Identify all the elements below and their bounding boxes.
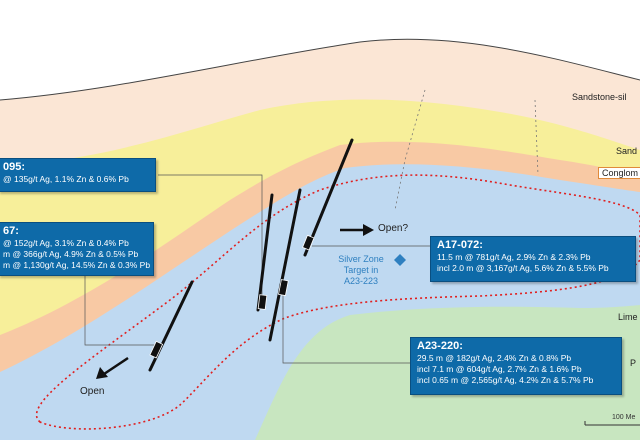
- drill-hole: [268, 188, 302, 342]
- callout-line: incl 0.65 m @ 2,565g/t Ag, 4.2% Zn & 5.7…: [417, 375, 594, 385]
- callout-line: m @ 366g/t Ag, 4.9% Zn & 0.5% Pb: [3, 249, 139, 259]
- callout-line: @ 135g/t Ag, 1.1% Zn & 0.6% Pb: [3, 174, 129, 184]
- callout-line: @ 152g/t Ag, 3.1% Zn & 0.4% Pb: [3, 238, 129, 248]
- scale-bar-label: 100 Me: [612, 414, 636, 421]
- leader-line: [158, 174, 263, 300]
- callout-line: 11.5 m @ 781g/t Ag, 2.9% Zn & 2.3% Pb: [437, 252, 591, 262]
- unit-label-sandstone-silt: Sandstone-sil: [572, 92, 627, 102]
- arrow-right-icon: [340, 224, 374, 236]
- intercepts: [149, 234, 315, 359]
- callout-title: A17-072:: [437, 239, 483, 251]
- callout-title: 095:: [3, 161, 26, 173]
- callout-line: incl 2.0 m @ 3,167g/t Ag, 5.6% Zn & 5.5%…: [437, 263, 609, 273]
- silver-zone-target-label: Silver Zone Target in A23-223: [330, 254, 392, 287]
- topography-line: [0, 38, 640, 101]
- fault-line: [394, 89, 426, 211]
- callout-A17-072: A17-072: 11.5 m @ 781g/t Ag, 2.9% Zn & 2…: [430, 236, 636, 282]
- unit-label-conglomerate: Conglom: [598, 167, 640, 179]
- intercept-marker: [257, 294, 268, 310]
- intercept-marker: [149, 340, 164, 359]
- target-line-3: A23-223: [343, 276, 379, 286]
- drill-holes: [148, 138, 354, 372]
- unit-label-sandstone: Sand: [616, 146, 638, 156]
- intercept-marker: [278, 279, 289, 297]
- callout-A23-220: A23-220: 29.5 m @ 182g/t Ag, 2.4% Zn & 0…: [410, 337, 622, 395]
- intercept-marker: [302, 234, 315, 251]
- open-question-label: Open?: [378, 223, 409, 234]
- silver-zone-outline: [35, 174, 640, 430]
- target-line-1: Silver Zone: [338, 254, 384, 264]
- unit-label-p: P: [630, 358, 637, 368]
- callout-67: 67: @ 152g/t Ag, 3.1% Zn & 0.4% Pb m @ 3…: [0, 222, 154, 276]
- callout-line: 29.5 m @ 182g/t Ag, 2.4% Zn & 0.8% Pb: [417, 353, 572, 363]
- drill-hole: [303, 138, 354, 257]
- diamond-marker-icon: [394, 254, 406, 266]
- leader-line: [84, 275, 158, 346]
- callout-line: incl 7.1 m @ 604g/t Ag, 2.7% Zn & 1.6% P…: [417, 364, 582, 374]
- callout-line: m @ 1,130g/t Ag, 14.5% Zn & 0.3% Pb: [3, 260, 151, 270]
- callout-095: 095: @ 135g/t Ag, 1.1% Zn & 0.6% Pb: [0, 158, 156, 192]
- scale-bar: [584, 421, 640, 426]
- callout-title: A23-220:: [417, 340, 463, 352]
- target-line-2: Target in: [343, 265, 379, 275]
- callout-title: 67:: [3, 225, 19, 237]
- drill-hole: [256, 193, 274, 312]
- open-label: Open: [80, 386, 105, 397]
- leader-line: [282, 290, 410, 364]
- unit-label-limestone: Lime: [618, 312, 638, 322]
- arrow-down-left-icon: [96, 356, 129, 379]
